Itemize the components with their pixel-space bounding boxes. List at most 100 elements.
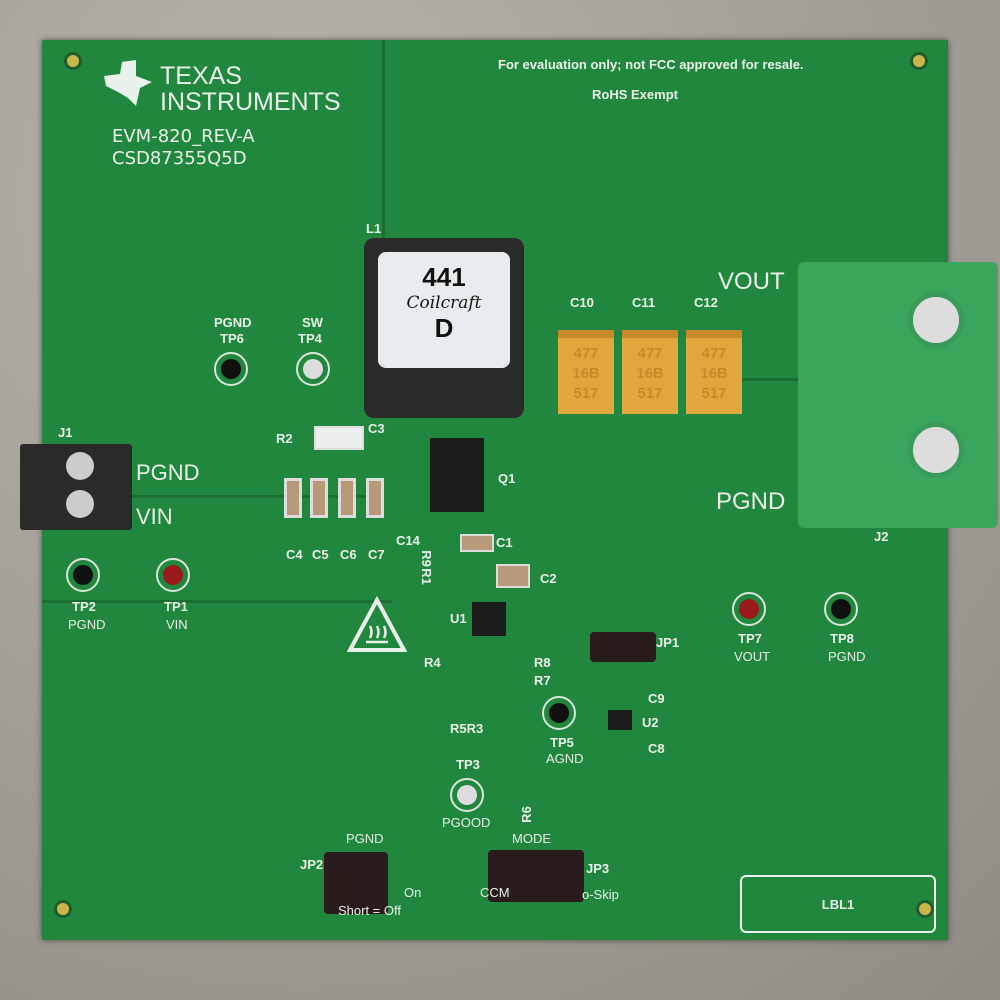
test-point-tp1[interactable] [156,558,190,592]
r7-label: R7 [534,673,551,688]
tp7-label: TP7 [738,631,762,646]
rohs-label: RoHS Exempt [592,87,678,102]
c4-label: C4 [286,547,303,562]
board-model: EVM-820_REV-A [112,126,255,147]
cap-marking: 16B [636,365,664,382]
tp4-label: TP4 [298,331,322,346]
trace [132,495,372,498]
jp2-on-label: On [404,885,422,900]
test-point-tp4[interactable] [296,352,330,386]
tp8-net: PGND [828,649,866,664]
test-point-tp5[interactable] [542,696,576,730]
jp2-off-label: Short = Off [338,903,401,918]
jumper-jp3[interactable] [488,850,584,902]
tp1-net: VIN [166,617,188,632]
tp8-label: TP8 [830,631,854,646]
capacitor-c2 [496,564,530,588]
j2-label: J2 [874,529,889,544]
cap-marking: 477 [637,345,663,362]
hot-surface-warning-icon [346,596,408,652]
trace [742,378,802,381]
j1-vin-label: VIN [136,504,173,529]
screw-icon[interactable] [908,422,964,478]
j1-label: J1 [58,425,73,440]
trace [382,40,385,370]
l1-label: L1 [366,221,382,236]
test-point-tp6[interactable] [214,352,248,386]
r2-label: R2 [276,431,293,446]
tp7-net: VOUT [734,649,771,664]
cap-marking: 517 [701,385,727,402]
jp3-skip-label: o-Skip [582,887,619,902]
mounting-hole [64,52,82,70]
c10-label: C10 [570,295,594,310]
r6-label: R6 [518,806,534,823]
pcb-board: Texas Instruments EVM-820_REV-A CSD87355… [20,40,998,940]
j2-vout-label: VOUT [718,268,785,295]
ic-u1 [472,602,506,636]
c8-label: C8 [648,741,665,756]
jumper-jp2[interactable] [324,852,388,914]
trace [42,600,392,603]
tp2-net: PGND [68,617,106,632]
test-point-tp2[interactable] [66,558,100,592]
mosfet-q1 [430,438,484,512]
inductor-brand: Coilcraft [406,293,482,313]
r8-label: R8 [534,655,551,670]
tp2-label: TP2 [72,599,96,614]
c11-label: C11 [632,295,656,310]
capacitor-c6 [338,478,356,518]
c6-label: C6 [340,547,357,562]
output-terminal-j2[interactable] [798,262,998,528]
capacitor-c1 [460,534,494,552]
fcc-notice: For evaluation only; not FCC approved fo… [498,57,804,72]
ic-u2 [608,710,632,730]
test-point-tp8[interactable] [824,592,858,626]
capacitor-c4 [284,478,302,518]
r5r3-label: R5R3 [450,721,484,736]
inductor-code: D [434,313,454,343]
c2-label: C2 [540,571,557,586]
test-point-tp3[interactable] [450,778,484,812]
screw-icon[interactable] [908,292,964,348]
inductor-value: 441 [422,262,466,292]
tp3-net: PGOOD [442,815,491,830]
screw-icon[interactable] [66,490,94,518]
tp5-net: AGND [546,751,584,766]
capacitor-c12: 477 16B 517 [686,330,742,414]
mounting-hole [916,900,934,918]
capacitor-c7 [366,478,384,518]
input-terminal-j1[interactable] [20,444,132,530]
tp6-net: PGND [214,315,252,330]
r1-label: R1 [418,568,434,585]
j2-pgnd-label: PGND [716,488,786,515]
tp1-label: TP1 [164,599,188,614]
board-part: CSD87355Q5D [112,148,247,169]
u1-label: U1 [450,611,467,626]
ti-logo-icon [104,60,152,106]
jp3-ccm-label: CCM [480,885,510,900]
test-point-tp7[interactable] [732,592,766,626]
j1-pgnd-label: PGND [136,460,200,485]
c14-label: C14 [396,533,420,548]
jp3-title: MODE [512,831,551,846]
mounting-hole [910,52,928,70]
label-box: LBL1 [740,875,936,933]
brand-line1: Texas [160,62,242,90]
jumper-jp1[interactable] [590,632,656,662]
mounting-hole [54,900,72,918]
cap-marking: 16B [700,365,728,382]
capacitor-c5 [310,478,328,518]
c12-label: C12 [694,295,718,310]
cap-marking: 477 [701,345,727,362]
screw-icon[interactable] [66,452,94,480]
label-box-text: LBL1 [821,896,855,912]
r9-label: R9 [418,550,434,567]
tp4-net: SW [302,315,323,330]
tp5-label: TP5 [550,735,574,750]
jp1-label: JP1 [656,635,680,650]
c1-label: C1 [496,535,513,550]
c5-label: C5 [312,547,329,562]
c9-label: C9 [648,691,665,706]
